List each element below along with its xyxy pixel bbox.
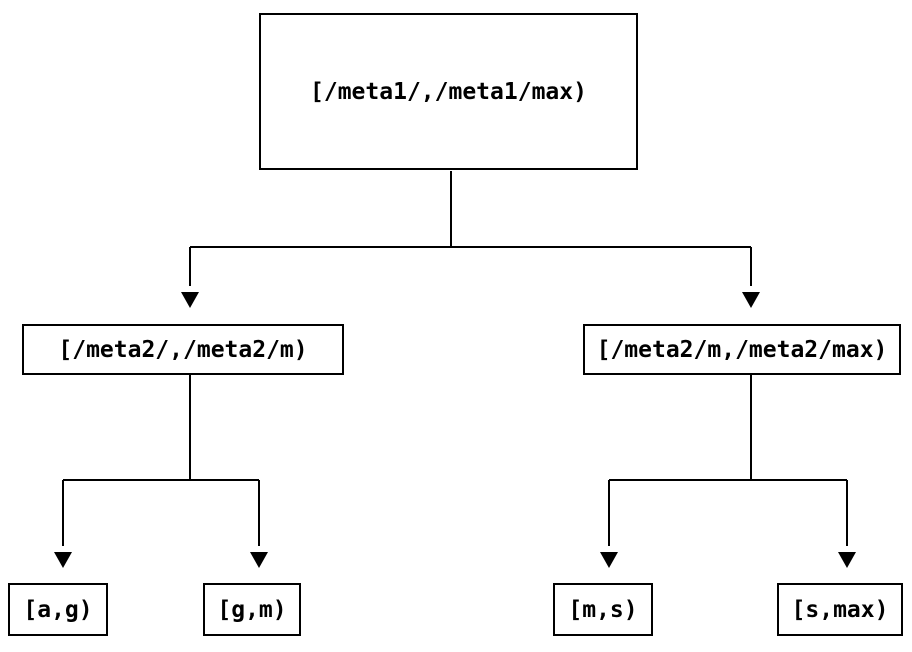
- edge-root-stem: [189, 171, 752, 286]
- arrow-down-icon: [600, 552, 618, 568]
- edge-left-subtree: [54, 375, 268, 568]
- node-label: [s,max): [791, 596, 889, 623]
- edge-left-stem: [62, 375, 260, 546]
- arrow-down-icon: [181, 292, 199, 308]
- node-leaf-range-smax: [s,max): [777, 583, 903, 636]
- node-meta2-right-range: [/meta2/m,/meta2/max): [583, 324, 901, 375]
- edge-right-stem: [608, 375, 848, 546]
- node-root-meta1-range: [/meta1/,/meta1/max): [259, 13, 638, 170]
- node-leaf-range-ag: [a,g): [8, 583, 108, 636]
- node-leaf-range-ms: [m,s): [553, 583, 653, 636]
- node-leaf-range-gm: [g,m): [203, 583, 301, 636]
- edge-right-subtree: [600, 375, 856, 568]
- node-meta2-left-range: [/meta2/,/meta2/m): [22, 324, 344, 375]
- arrow-down-icon: [54, 552, 72, 568]
- node-label: [m,s): [568, 596, 638, 623]
- node-label: [a,g): [23, 596, 93, 623]
- arrow-down-icon: [742, 292, 760, 308]
- node-label: [/meta2/,/meta2/m): [58, 336, 308, 363]
- arrow-down-icon: [838, 552, 856, 568]
- edge-root-to-children: [181, 171, 760, 308]
- node-label: [g,m): [217, 596, 287, 623]
- node-label: [/meta2/m,/meta2/max): [596, 336, 888, 363]
- node-label: [/meta1/,/meta1/max): [310, 78, 587, 105]
- arrow-down-icon: [250, 552, 268, 568]
